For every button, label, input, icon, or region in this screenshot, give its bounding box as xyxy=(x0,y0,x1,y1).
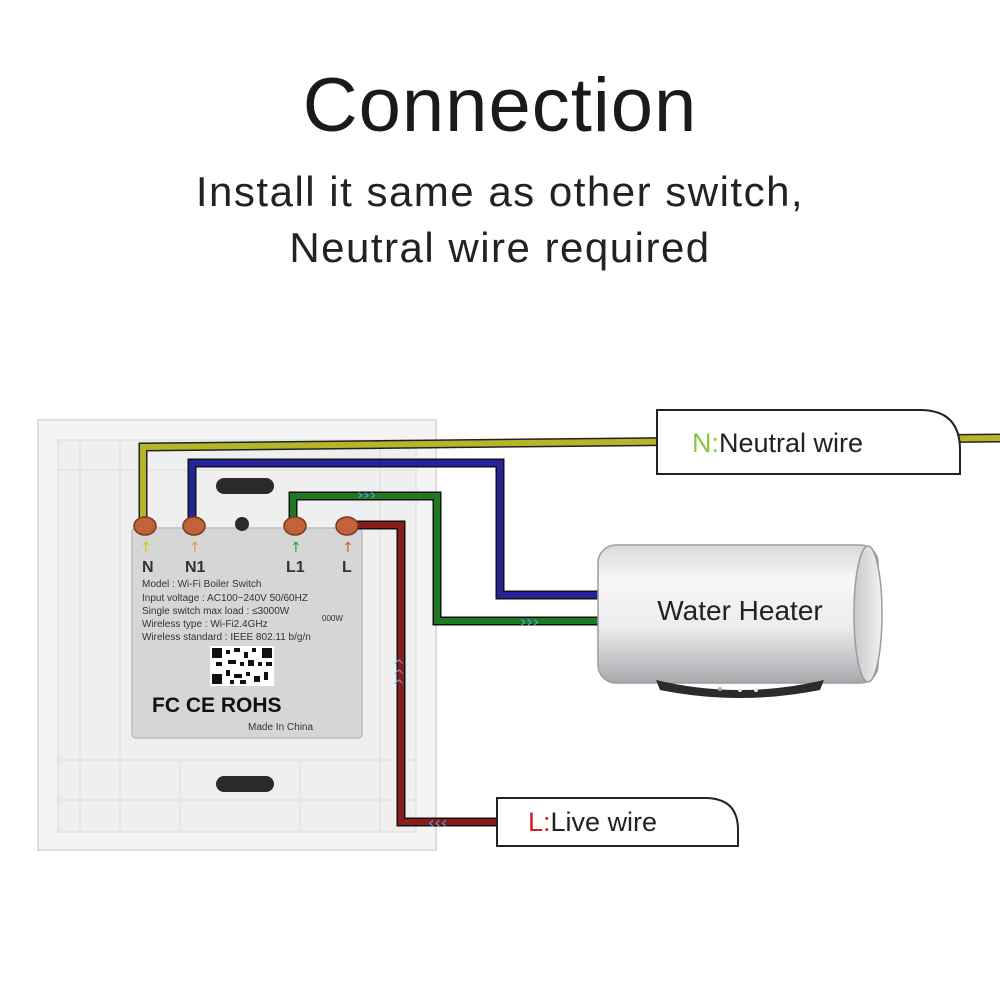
heater-control-panel xyxy=(656,680,824,698)
screw-hole xyxy=(235,517,249,531)
spec-input-voltage: Input voltage : AC100~240V 50/60HZ xyxy=(142,593,308,604)
terminal-l1 xyxy=(283,516,307,536)
svg-text:‹‹‹: ‹‹‹ xyxy=(428,813,447,832)
svg-text:^: ^ xyxy=(393,658,405,674)
svg-text:↑: ↑ xyxy=(189,540,201,556)
neutral-callout-text: N:Neutral wire xyxy=(692,428,863,458)
terminals: ↑ ↑ ↑ ↑ xyxy=(133,516,359,556)
subtitle-line-2: Neutral wire required xyxy=(289,224,711,271)
svg-text:^: ^ xyxy=(393,678,405,694)
svg-text:^: ^ xyxy=(393,668,405,684)
water-heater-label: Water Heater xyxy=(657,595,822,626)
terminal-l xyxy=(335,516,359,536)
terminal-label-l1: L1 xyxy=(286,559,305,576)
terminal-label-l: L xyxy=(342,559,352,576)
terminal-n xyxy=(133,516,157,536)
svg-text:›››: ››› xyxy=(357,485,376,504)
live-callout-text: L:Live wire xyxy=(528,807,657,837)
spec-model: Model : Wi-Fi Boiler Switch xyxy=(142,579,261,590)
spec-max-load-note: 000W xyxy=(322,614,343,623)
svg-text:›››: ››› xyxy=(520,612,539,631)
spec-max-load: Single switch max load : ≤3000W xyxy=(142,606,290,617)
terminal-label-n: N xyxy=(142,559,154,576)
svg-text:↑: ↑ xyxy=(140,540,152,556)
made-in-label: Made In China xyxy=(248,722,313,733)
terminal-n1 xyxy=(182,516,206,536)
water-heater xyxy=(597,544,883,698)
spec-wireless-type: Wireless type : Wi-Fi2.4GHz xyxy=(142,619,268,630)
subtitle-line-1: Install it same as other switch, xyxy=(195,168,805,215)
page-title: Connection xyxy=(302,63,698,148)
bottom-slot xyxy=(216,776,274,792)
certification-marks: FC CE ROHS xyxy=(152,694,282,717)
spec-wireless-standard: Wireless standard : IEEE 802.11 b/g/n xyxy=(142,632,311,643)
flow-arrows: ››› ››› ‹‹‹ ^ ^ ^ xyxy=(357,485,539,832)
neutral-callout xyxy=(656,409,961,475)
svg-text:↑: ↑ xyxy=(342,540,354,556)
qr-code xyxy=(210,646,274,686)
terminal-label-n1: N1 xyxy=(185,559,206,576)
svg-text:↑: ↑ xyxy=(290,540,302,556)
live-callout xyxy=(496,797,739,847)
top-slot xyxy=(216,478,274,494)
